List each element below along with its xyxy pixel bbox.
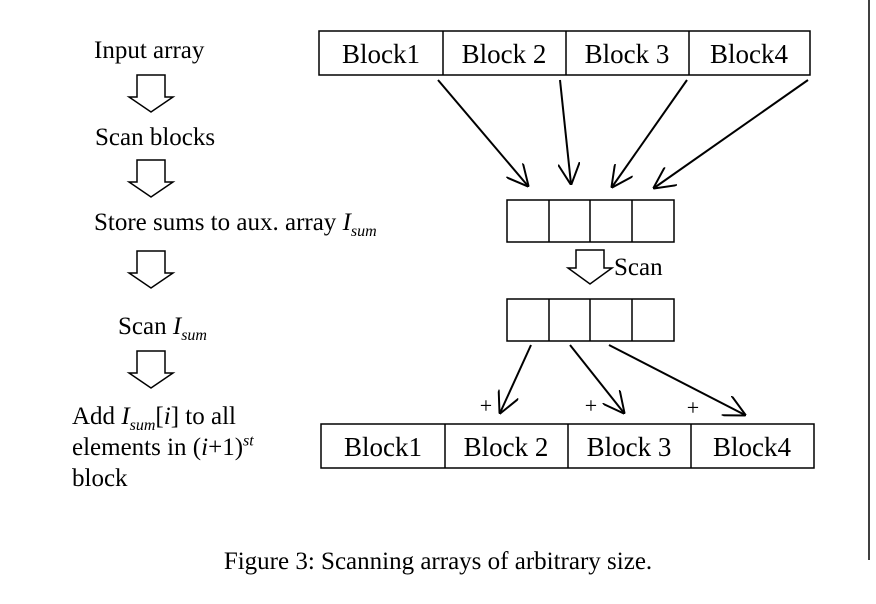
top-block-label: Block1 <box>342 39 420 69</box>
bottom-block-label: Block 2 <box>464 432 549 462</box>
step-scan-isum: Scan Isum <box>118 313 207 344</box>
hollow-down-arrow-icon <box>126 74 176 113</box>
top-block-label: Block 3 <box>585 39 670 69</box>
plus-sign: + <box>480 393 492 418</box>
hollow-down-arrow-icon <box>126 159 176 198</box>
figure-caption: Figure 3: Scanning arrays of arbitrary s… <box>223 548 653 575</box>
converge-arrows <box>437 79 809 188</box>
plus-sign: + <box>585 393 597 418</box>
bottom-block-label: Block4 <box>713 432 791 462</box>
top-block-label: Block4 <box>710 39 788 69</box>
diverge-arrows <box>500 344 745 415</box>
step-scan-blocks: Scan blocks <box>95 124 216 151</box>
hollow-down-arrow-icon <box>565 249 615 285</box>
top-block-row <box>318 30 811 76</box>
bottom-block-row <box>320 423 815 469</box>
aux-array-sums <box>506 199 675 243</box>
flow-arrows-left <box>126 74 176 389</box>
bottom-block-label: Block 3 <box>587 432 672 462</box>
scan-label: Scan <box>614 254 663 281</box>
bottom-block-label: Block1 <box>344 432 422 462</box>
step-store-sums: Store sums to aux. array Isum <box>94 209 377 240</box>
step-add-isum: Add Isum[i] to all elements in (i+1)st b… <box>72 401 254 494</box>
top-block-label: Block 2 <box>462 39 547 69</box>
plus-sign: + <box>687 395 699 420</box>
step-input-array: Input array <box>94 37 205 64</box>
hollow-down-arrow-icon <box>126 350 176 389</box>
step-add-line1: Add Isum[i] to all <box>72 403 236 434</box>
aux-array-scanned <box>506 298 675 342</box>
hollow-down-arrow-icon <box>126 250 176 289</box>
step-add-line2: elements in (i+1)st <box>72 432 254 461</box>
step-add-line3: block <box>72 465 128 492</box>
